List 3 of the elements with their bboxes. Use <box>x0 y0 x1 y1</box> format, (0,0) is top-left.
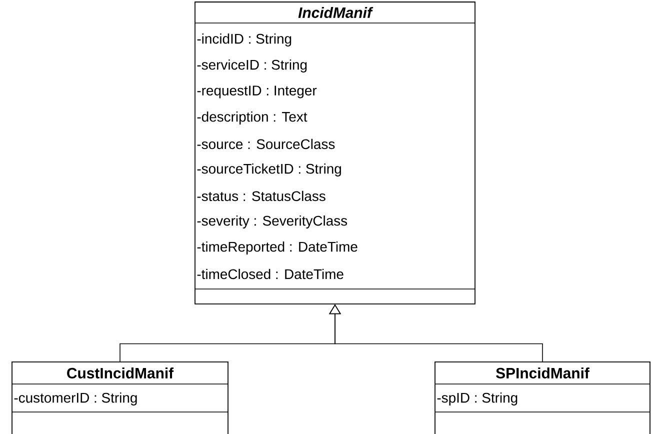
class-box: CustIncidManif -customerID : String <box>12 362 228 434</box>
class-box: SPIncidManif -spID : String <box>434 362 650 434</box>
class-box: IncidManif -incidID : String -serviceID : String -requestID : Integer -description : Text -source : SourceClass -sourceTicketID : String -status : StatusClass -severity : SeverityClass -timeReported : DateTime -timeClosed : DateTime <box>194 2 476 304</box>
